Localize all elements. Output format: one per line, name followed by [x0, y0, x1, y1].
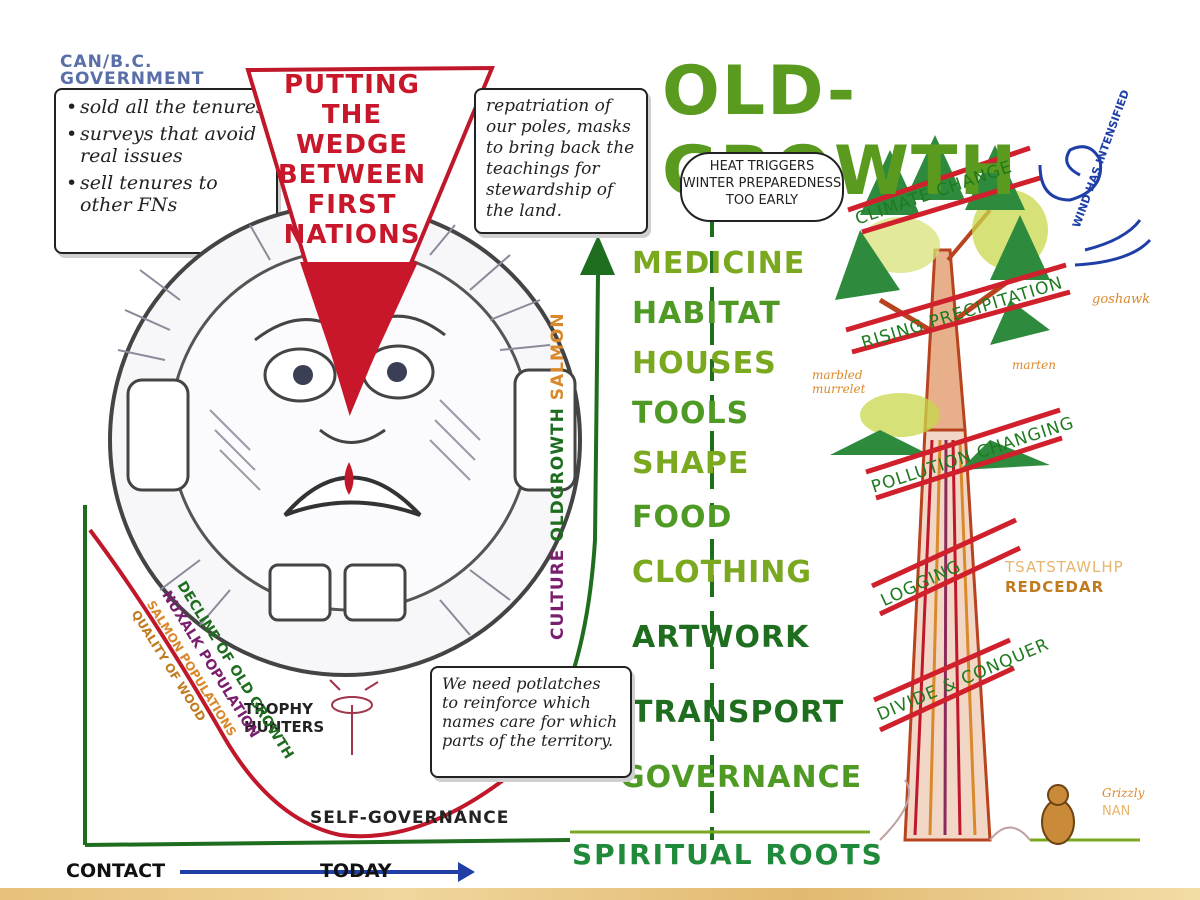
marbled-murrelet-label: marbled murrelet	[812, 368, 866, 396]
nan-label: NAN	[1102, 804, 1131, 819]
vertical-label-culture: CULTURE	[548, 548, 568, 640]
timeline-arrowhead	[458, 862, 475, 882]
spiritual-roots-label: SPIRITUAL ROOTS	[572, 838, 884, 871]
graph-x-axis	[84, 838, 571, 847]
provides-item: GOVERNANCE	[620, 760, 863, 795]
growth-arrowhead	[580, 235, 615, 275]
mask-rays	[117, 224, 551, 636]
provides-item: ARTWORK	[632, 620, 810, 655]
vertical-label-oldgrowth: OLDGROWTH	[548, 407, 568, 542]
provides-item: HOUSES	[632, 346, 777, 381]
self-governance-label: SELF-GOVERNANCE	[310, 808, 510, 828]
government-heading: CAN/B.C. GOVERNMENT	[60, 52, 205, 89]
marten-label: marten	[1012, 358, 1056, 372]
government-item: surveys that avoid real issues	[66, 123, 266, 167]
timeline-start-label: CONTACT	[66, 860, 166, 882]
provides-item: MEDICINE	[632, 246, 806, 281]
cedar-common-label: REDCEDAR	[1005, 578, 1105, 596]
decline-curve	[88, 528, 512, 839]
grizzly-label: Grizzly	[1102, 786, 1145, 800]
potlatch-note: We need potlatches to reinforce which na…	[430, 666, 632, 778]
repatriation-note: repatriation of our poles, masks to brin…	[474, 88, 648, 234]
provides-item: SHAPE	[632, 446, 750, 481]
provides-item: TRANSPORT	[632, 695, 845, 730]
vertical-label-salmon: SALMON	[548, 312, 568, 401]
wedge-fill	[300, 262, 418, 410]
vertical-label: CULTURE OLDGROWTH SALMON	[548, 312, 568, 640]
threat-stripes	[845, 145, 1071, 733]
heat-cloud: HEAT TRIGGERS WINTER PREPAREDNESS TOO EA…	[680, 152, 844, 222]
trophy-hunters-label: TROPHY HUNTERS	[244, 700, 325, 736]
government-box: sold all the tenures surveys that avoid …	[54, 88, 278, 254]
trophy-target-icon	[329, 679, 379, 755]
government-item: sold all the tenures	[66, 96, 266, 118]
wood-floor	[0, 888, 1200, 900]
government-item: sell tenures to other FNs	[66, 172, 266, 216]
wedge-triangle	[245, 65, 496, 416]
provides-item: TOOLS	[632, 396, 750, 431]
timeline-end-label: TODAY	[320, 860, 392, 882]
provides-item: HABITAT	[632, 296, 781, 331]
provides-item: FOOD	[632, 500, 733, 535]
goshawk-label: goshawk	[1092, 292, 1150, 307]
wedge-title: PUTTING THE WEDGE BETWEEN FIRST NATIONS	[277, 70, 427, 250]
tear-drop	[344, 462, 354, 495]
cedar-name-label: TSATSTAWLHP	[1005, 558, 1124, 576]
provides-item: CLOTHING	[632, 555, 813, 590]
